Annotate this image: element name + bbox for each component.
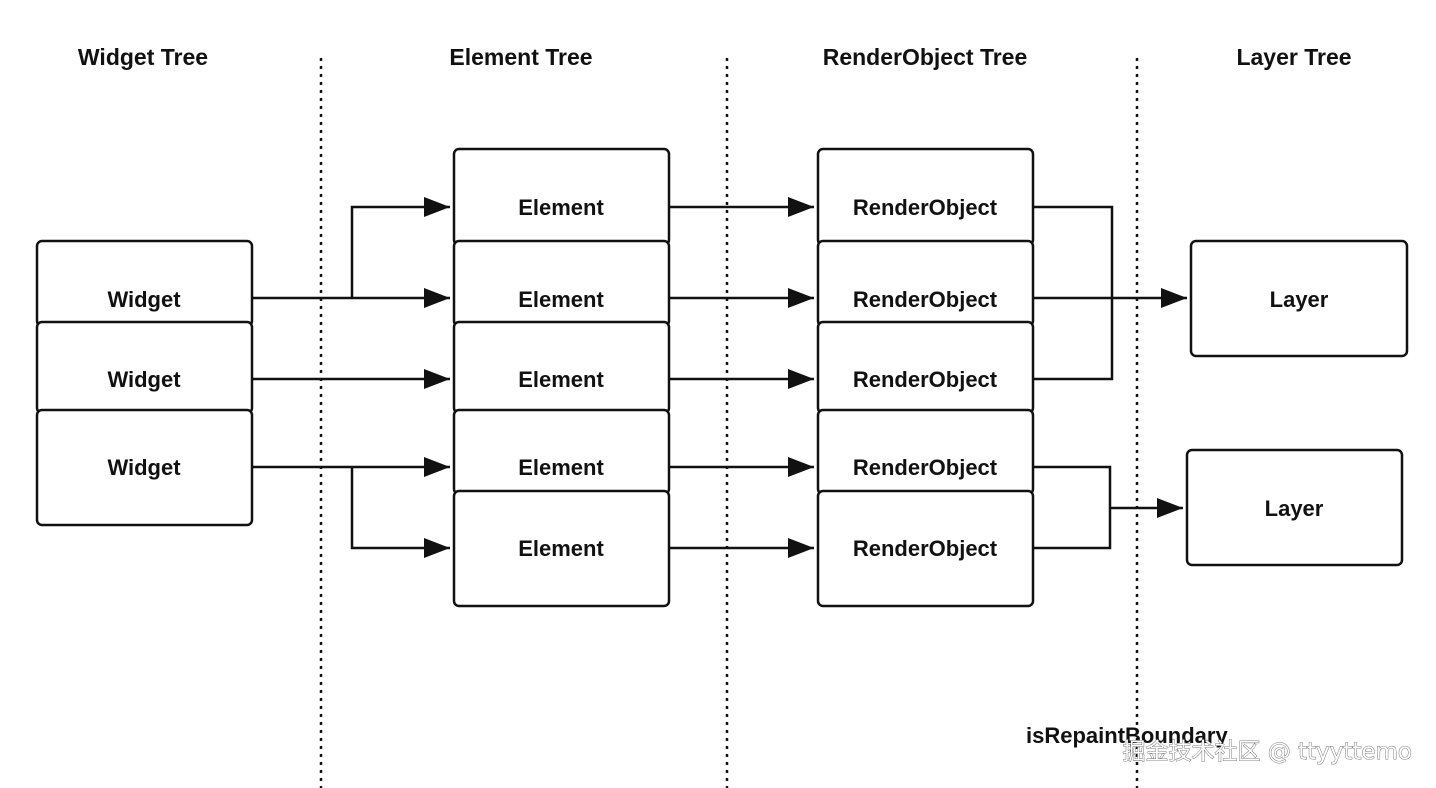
column-title-renderobject-tree: RenderObject Tree — [823, 44, 1028, 70]
element-node: Element — [452, 320, 671, 415]
renderobject-node: RenderObject — [816, 320, 1035, 415]
element-node: Element — [452, 408, 671, 496]
bracket-renderobjects-to-layer — [1033, 205, 1114, 381]
element-label: Element — [518, 367, 604, 392]
arrow-widget-to-element — [350, 467, 450, 558]
widget-node: Widget — [35, 408, 254, 527]
renderobject-node: RenderObject — [816, 239, 1035, 328]
layer-label: Layer — [1270, 287, 1329, 312]
element-label: Element — [518, 287, 604, 312]
widget-node: Widget — [35, 320, 254, 415]
renderobject-label: RenderObject — [853, 367, 998, 392]
watermark: 掘金技术社区 @ ttyyttemo — [1122, 739, 1412, 765]
element-label: Element — [518, 195, 604, 220]
renderobject-node: RenderObject — [816, 408, 1035, 496]
renderobject-node: RenderObject — [816, 147, 1035, 247]
renderobject-label: RenderObject — [853, 536, 998, 561]
layer-node: Layer — [1185, 448, 1404, 567]
arrow-widget-to-element — [350, 197, 450, 298]
widget-label: Widget — [107, 455, 181, 480]
element-node: Element — [452, 489, 671, 608]
renderobject-label: RenderObject — [853, 455, 998, 480]
layer-label: Layer — [1265, 496, 1324, 521]
repaint-boundary-note: isRepaintBoundary — [1026, 723, 1228, 748]
element-label: Element — [518, 455, 604, 480]
element-node: Element — [452, 239, 671, 328]
widget-label: Widget — [107, 287, 181, 312]
element-node: Element — [452, 147, 671, 247]
bracket-renderobjects-to-layer — [1033, 465, 1112, 550]
renderobject-label: RenderObject — [853, 195, 998, 220]
layer-node: Layer — [1189, 239, 1409, 358]
column-title-layer-tree: Layer Tree — [1236, 44, 1351, 70]
widget-node: Widget — [35, 239, 254, 328]
widget-label: Widget — [107, 367, 181, 392]
column-title-element-tree: Element Tree — [449, 44, 592, 70]
renderobject-node: RenderObject — [816, 489, 1035, 608]
column-title-widget-tree: Widget Tree — [78, 44, 208, 70]
renderobject-label: RenderObject — [853, 287, 998, 312]
element-label: Element — [518, 536, 604, 561]
